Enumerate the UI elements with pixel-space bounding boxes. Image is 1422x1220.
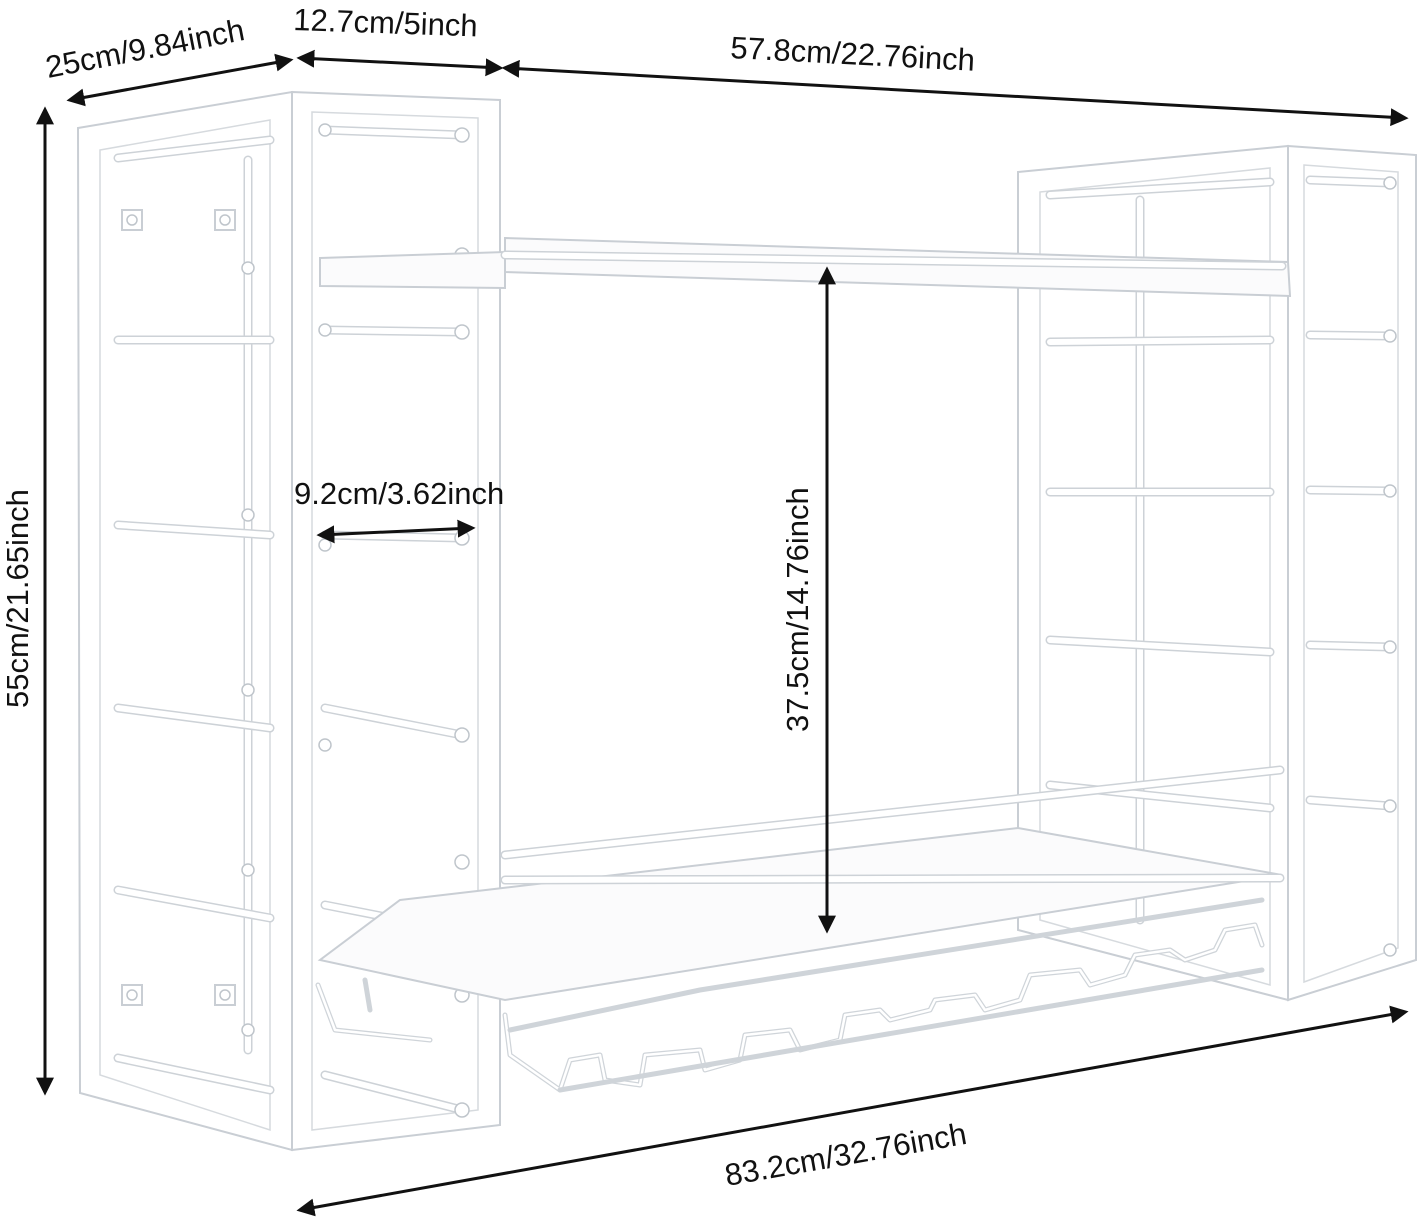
rod-spacing-dimension-line [316, 519, 476, 544]
side-width-label: 12.7cm/5inch [293, 2, 478, 43]
height-label: 55cm/21.65inch [0, 489, 35, 708]
top-shelf [319, 236, 1292, 298]
shelf-width-dimension-line [501, 59, 1409, 127]
side-width-dimension-line [296, 49, 504, 77]
right-tower [1017, 144, 1417, 1002]
shelf-width-label: 57.8cm/22.76inch [730, 30, 976, 78]
depth-dimension-line [66, 53, 294, 107]
total-width-dimension-line [296, 1005, 1409, 1217]
left-tower [76, 90, 501, 1152]
rod-spacing-label: 9.2cm/3.62inch [294, 476, 504, 511]
bottom-shelf [317, 765, 1285, 1002]
shelf-gap-label: 37.5cm/14.76inch [780, 487, 815, 732]
dimension-lines [36, 49, 1409, 1217]
